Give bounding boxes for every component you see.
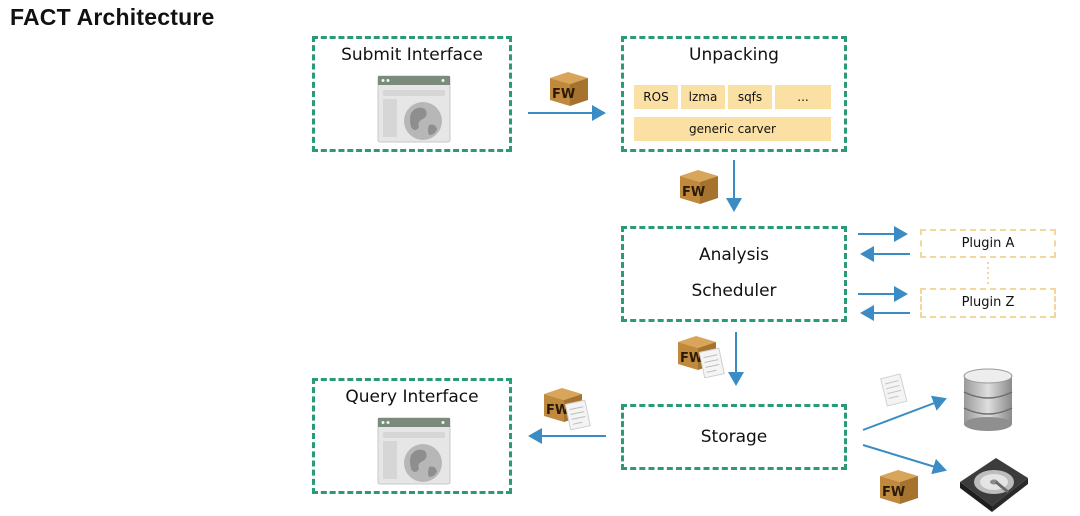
format-chip-lzma: lzma (681, 85, 725, 109)
plugin-a-box: Plugin A (920, 229, 1056, 258)
svg-text:FW: FW (546, 403, 569, 418)
generic-carver-chip: generic carver (634, 117, 831, 141)
query-interface-label: Query Interface (345, 387, 479, 407)
database-icon (963, 368, 1013, 431)
hard-disk-icon (960, 458, 1028, 512)
storage-box: Storage (621, 404, 847, 470)
firmware-package-icon: FW (550, 72, 588, 106)
format-chip-sqfs: sqfs (728, 85, 772, 109)
document-icon (880, 373, 908, 407)
firmware-package-with-document-icon: FW (544, 388, 591, 430)
svg-text:FW: FW (882, 485, 905, 500)
web-browser-globe-icon (377, 417, 451, 485)
svg-text:FW: FW (552, 87, 575, 102)
web-browser-globe-icon (377, 75, 451, 143)
format-chip-ros: ROS (634, 85, 678, 109)
unpacking-label: Unpacking (689, 45, 779, 65)
format-chip-more: ... (775, 85, 831, 109)
firmware-package-with-document-icon: FW (678, 336, 725, 378)
svg-text:FW: FW (682, 185, 705, 200)
submit-interface-box: Submit Interface (312, 36, 512, 152)
page-title: FACT Architecture (10, 4, 215, 30)
analysis-scheduler-box: Analysis Scheduler (621, 226, 847, 322)
arrow-storage-to-database (862, 395, 947, 431)
analysis-label: Analysis (698, 245, 770, 265)
firmware-package-icon: FW (680, 170, 718, 204)
svg-text:FW: FW (680, 351, 703, 366)
unpacking-box: Unpacking ROS lzma sqfs ... generic carv… (621, 36, 847, 152)
firmware-package-icon: FW (880, 470, 918, 504)
submit-interface-label: Submit Interface (341, 45, 483, 65)
scheduler-label: Scheduler (691, 281, 777, 301)
storage-label: Storage (700, 427, 768, 447)
plugin-z-box: Plugin Z (920, 288, 1056, 318)
query-interface-box: Query Interface (312, 378, 512, 494)
arrow-storage-to-harddisk (862, 444, 947, 475)
